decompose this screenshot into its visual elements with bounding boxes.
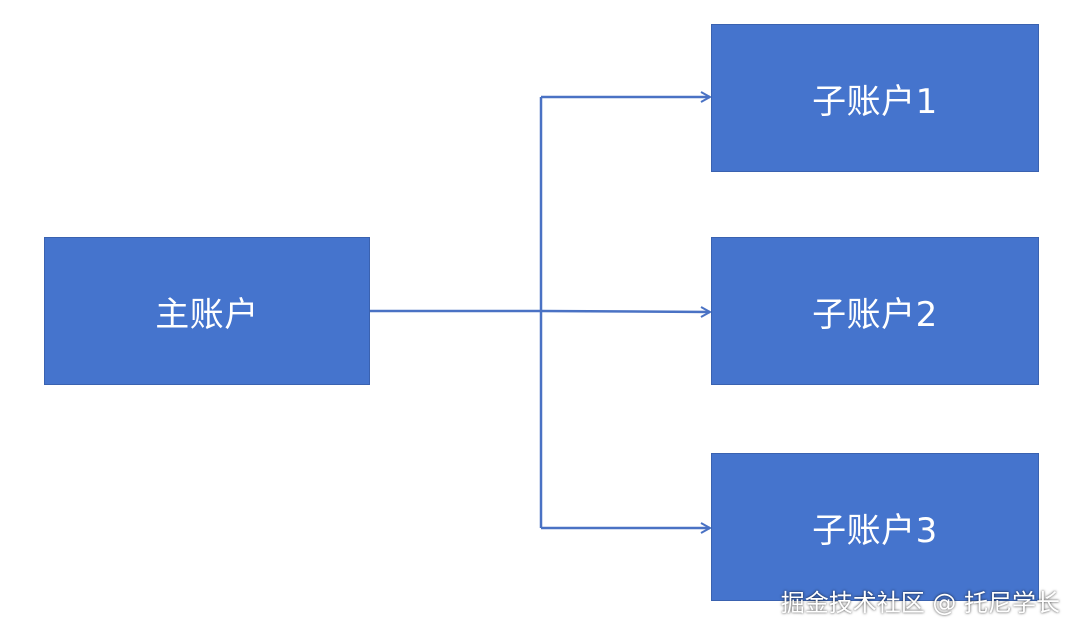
sub-account-label-2: 子账户2 bbox=[812, 294, 938, 335]
sub-account-box-1: 子账户1 bbox=[711, 24, 1039, 172]
main-account-label: 主账户 bbox=[155, 294, 259, 335]
sub-account-box-2: 子账户2 bbox=[711, 237, 1039, 385]
sub-account-label-1: 子账户1 bbox=[812, 81, 938, 122]
main-account-box: 主账户 bbox=[44, 237, 370, 385]
connector-arrow-sub-2 bbox=[540, 311, 710, 312]
sub-account-label-3: 子账户3 bbox=[812, 510, 938, 551]
sub-account-box-3: 子账户3 bbox=[711, 453, 1039, 601]
watermark: 掘金技术社区 @ 托尼学长 bbox=[780, 589, 1060, 617]
